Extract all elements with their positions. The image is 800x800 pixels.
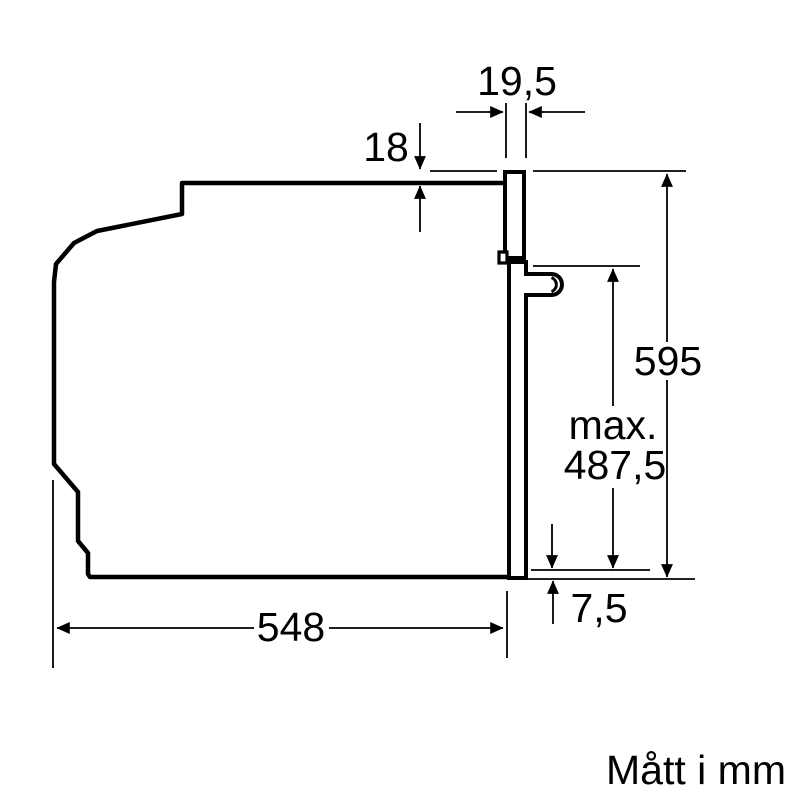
label-top-inset: 18 [363, 124, 409, 170]
label-fascia-depth: 19,5 [477, 58, 557, 104]
label-body-depth: 548 [257, 604, 325, 650]
label-max-height: 487,5 [564, 442, 667, 488]
door-panel [507, 260, 528, 580]
front-frame-notch [497, 250, 509, 265]
label-max-prefix: max. [569, 402, 658, 448]
units-note: Mått i mm [606, 747, 786, 793]
label-bottom-offset: 7,5 [571, 585, 628, 631]
front-frame [503, 170, 526, 260]
oven-body-outline [51, 180, 508, 580]
door-handle-end-detail [550, 276, 558, 294]
label-front-height: 595 [634, 338, 702, 384]
